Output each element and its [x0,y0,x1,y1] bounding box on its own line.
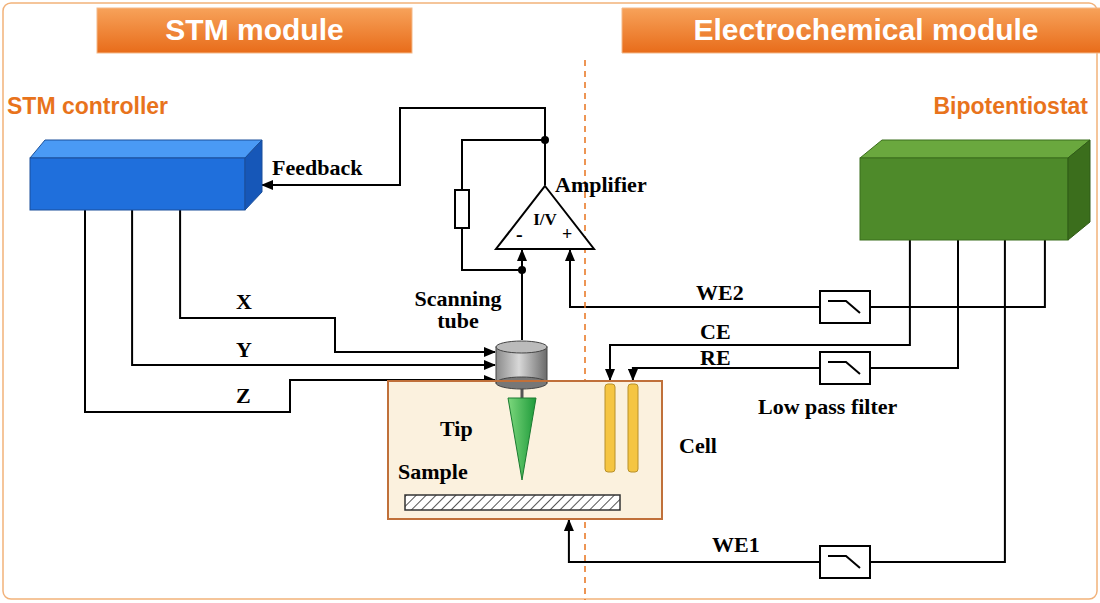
potentiostat-box: Bipotentiostat [860,140,1090,240]
part-label: Sample [398,460,468,484]
wire-label: X [236,290,252,314]
node-label: Amplifier [555,173,647,197]
node-label: Scanning tube [403,288,513,332]
wire-label: Y [236,338,252,362]
wire-label: Feedback [272,156,362,180]
scanning-tube: Scanning tube [495,340,548,390]
node-label: + [562,225,572,245]
node-label: Electrochemical module [622,13,1100,46]
node-label: Bipotentiostat [933,94,1088,119]
signal-wire [521,250,523,340]
low-pass-filter [820,291,870,323]
node-label: I/V [495,211,595,230]
signal-wire [262,108,545,185]
module-header: STM module [97,8,412,53]
wire-label: RE [700,346,731,370]
junction-dot [518,266,526,274]
electrochemical-cell: Cell [387,380,663,520]
signal-wire [633,240,958,380]
node-label: - [516,223,523,245]
cell-fill [388,381,662,519]
amplifier-triangle: AmplifierI/V-+ [495,185,595,250]
wire-label: Z [236,384,251,408]
module-header: Electrochemical module [622,8,1100,53]
wire-label: CE [700,320,731,344]
counter-electrode [605,384,615,472]
signal-wire [570,240,1045,307]
node-label: STM module [97,13,412,46]
sample-plate [405,495,620,510]
node-label: Cell [679,434,717,458]
reference-electrode [628,384,638,472]
wire-label: WE1 [712,533,760,557]
part-label: Tip [440,417,473,441]
stm-tip [508,398,536,480]
junction-dot [541,136,549,144]
wire-label: WE2 [696,281,744,305]
outer-frame [3,3,1097,599]
controller-box: STM controller [30,140,262,210]
low-pass-filter [820,352,870,384]
node-label: STM controller [7,94,168,119]
part-label: Low pass filter [758,395,897,419]
resistor-symbol [455,190,469,228]
low-pass-filter [820,546,870,578]
